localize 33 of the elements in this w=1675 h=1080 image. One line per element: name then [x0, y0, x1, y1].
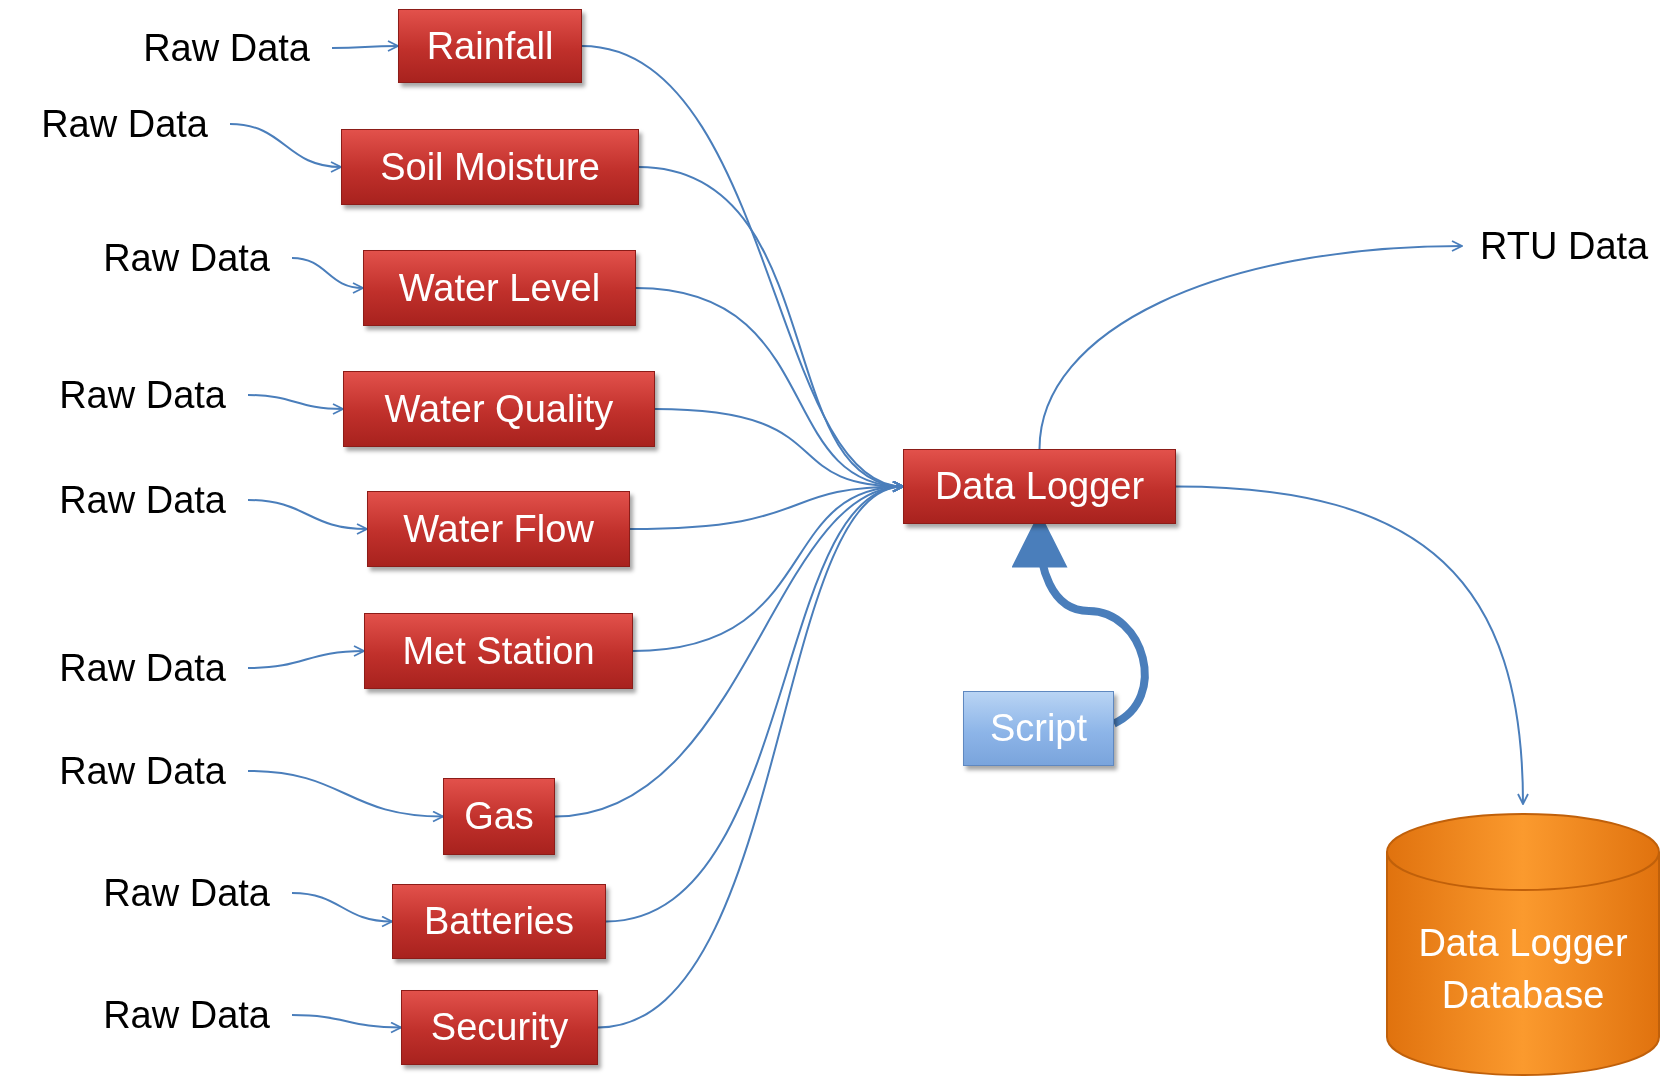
data-logger-box: Data Logger [903, 449, 1176, 524]
data-source-label: Raw Data [70, 993, 270, 1037]
database-cylinder: Data Logger Database [1385, 812, 1661, 1077]
arrow [247, 770, 444, 822]
data-source-label: Raw Data [8, 102, 208, 146]
output-label: RTU Data [1480, 224, 1670, 268]
sensor-box: Water Quality [343, 371, 655, 447]
script-box: Script [963, 691, 1114, 766]
sensor-box: Rainfall [398, 9, 582, 83]
arrow [331, 40, 399, 52]
arrow [247, 394, 344, 415]
data-source-label: Raw Data [70, 236, 270, 280]
sensor-box: Soil Moisture [341, 129, 639, 205]
arrow [291, 257, 364, 294]
sensor-box: Water Level [363, 250, 636, 326]
sensor-box: Water Flow [367, 491, 630, 567]
sensor-box: Security [401, 990, 598, 1065]
data-source-label: Raw Data [70, 871, 270, 915]
arrow [1175, 485, 1529, 805]
arrow [247, 645, 365, 669]
sensor-box: Gas [443, 778, 555, 855]
data-source-label: Raw Data [26, 478, 226, 522]
sensor-box: Batteries [392, 884, 606, 959]
sensor-box: Met Station [364, 613, 633, 689]
arrow [291, 892, 393, 927]
arrow [247, 499, 368, 535]
data-source-label: Raw Data [26, 646, 226, 690]
arrow [229, 123, 342, 173]
data-source-label: Raw Data [26, 749, 226, 793]
data-source-label: Raw Data [26, 373, 226, 417]
data-source-label: Raw Data [110, 26, 310, 70]
arrow [291, 1014, 402, 1034]
arrow [1038, 240, 1463, 450]
